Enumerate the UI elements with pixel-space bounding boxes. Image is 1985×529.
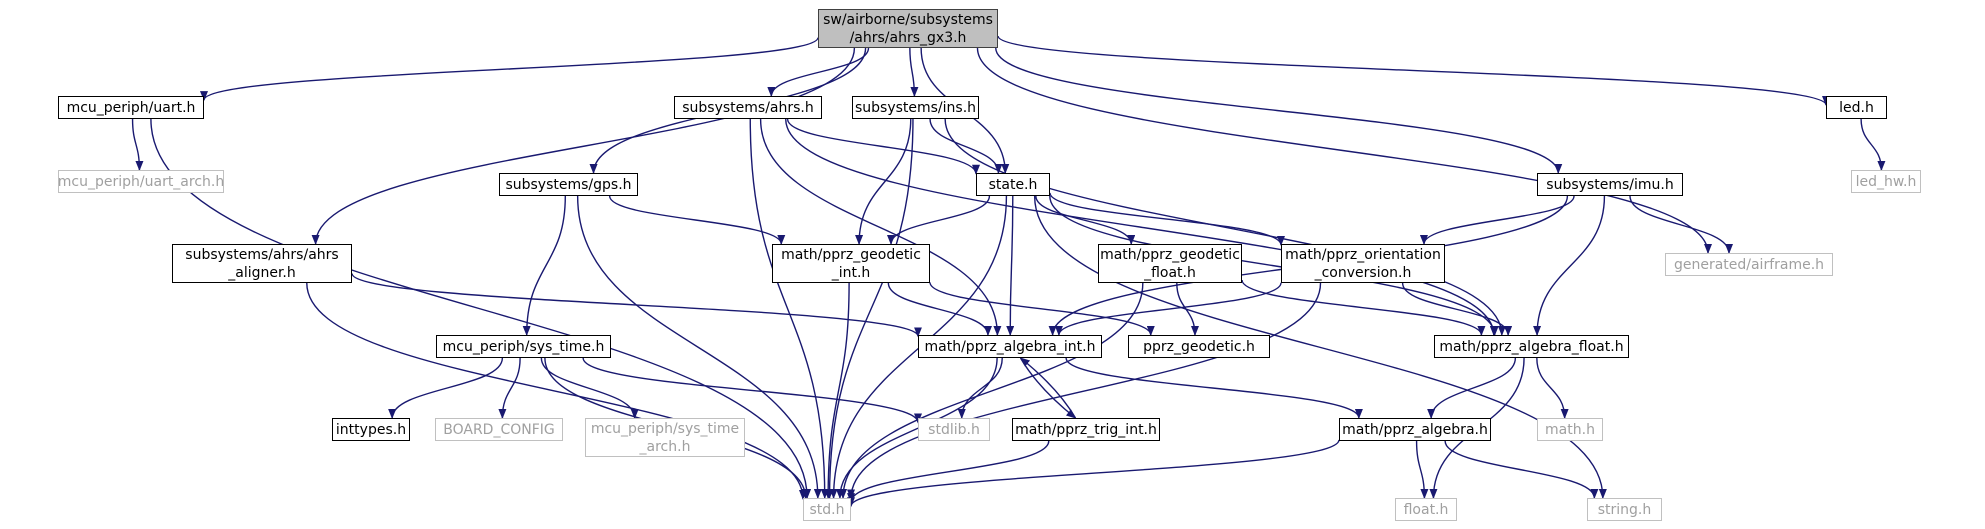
edge-geodetic-int-to-algebra-int (887, 282, 992, 336)
edge-ins-to-std (825, 118, 914, 499)
node-math: math.h (1537, 418, 1603, 441)
edge-algebra-to-float (1415, 440, 1429, 499)
edge-orientation-to-algebra-int (1054, 282, 1282, 336)
edge-algebra-int-to-stdlib (957, 357, 1003, 419)
edge-geodetic-float-to-algebra-float (1241, 279, 1486, 336)
node-algebra-float[interactable]: math/pprz_algebra_float.h (1434, 335, 1629, 358)
node-geodetic-float[interactable]: math/pprz_geodetic _float.h (1098, 244, 1242, 283)
edge-led-to-led-hw (1860, 118, 1886, 171)
edge-imu-to-orientation (1420, 195, 1575, 245)
node-orientation[interactable]: math/pprz_orientation _conversion.h (1281, 244, 1445, 283)
node-gps[interactable]: subsystems/gps.h (499, 173, 638, 196)
edge-state-to-geodetic-float (1035, 195, 1136, 245)
edge-ahrs-gx3-to-ahrs-aligner (311, 47, 856, 245)
edge-ins-to-algebra-float (944, 118, 1506, 336)
node-ahrs[interactable]: subsystems/ahrs.h (674, 96, 822, 119)
edge-ahrs-to-algebra-int (759, 118, 1002, 336)
node-inttypes[interactable]: inttypes.h (332, 418, 410, 441)
node-ahrs-gx3: sw/airborne/subsystems /ahrs/ahrs_gx3.h (818, 9, 998, 48)
edge-imu-to-algebra-float (1533, 195, 1606, 336)
edge-ins-to-geodetic-int (855, 118, 912, 245)
edge-geodetic-int-to-pprz-geodetic (929, 282, 1155, 336)
edge-trig-int-to-std (847, 440, 1050, 504)
edge-imu-to-airframe (1629, 195, 1733, 254)
node-geodetic-int[interactable]: math/pprz_geodetic _int.h (772, 244, 930, 283)
edge-state-to-geodetic-int (887, 195, 991, 245)
edge-state-to-algebra-float (1049, 195, 1499, 336)
edge-orientation-to-std (847, 282, 1322, 500)
node-state[interactable]: state.h (976, 173, 1050, 196)
edge-sys-time-to-inttypes (388, 357, 504, 419)
edge-trig-int-to-algebra-int (1019, 357, 1077, 419)
edge-ahrs-gx3-to-uart (200, 37, 819, 102)
edge-gps-to-sys-time (522, 195, 567, 336)
edge-ahrs-to-std (749, 118, 829, 499)
edge-state-to-orientation (1049, 192, 1285, 246)
node-imu[interactable]: subsystems/imu.h (1537, 173, 1683, 196)
edge-state-to-string (1033, 195, 1607, 499)
edge-ahrs-gx3-to-ins (909, 47, 919, 97)
node-std: std.h (803, 498, 851, 521)
node-ins[interactable]: subsystems/ins.h (852, 96, 979, 119)
edge-algebra-to-string (1444, 440, 1599, 499)
node-string: string.h (1587, 498, 1662, 521)
edge-algebra-float-to-algebra (1427, 357, 1517, 419)
node-uart[interactable]: mcu_periph/uart.h (58, 96, 204, 119)
node-stdlib: stdlib.h (918, 418, 990, 441)
edge-gps-to-geodetic-int (608, 195, 786, 245)
edge-ahrs-aligner-to-std (306, 282, 807, 501)
node-airframe: generated/airframe.h (1665, 253, 1833, 276)
node-led-hw: led_hw.h (1851, 170, 1921, 193)
edge-gps-to-std (576, 195, 822, 499)
edge-uart-to-uart-arch (131, 118, 144, 171)
edge-ahrs-aligner-to-algebra-int (351, 273, 922, 338)
edge-ahrs-gx3-to-airframe (976, 47, 1712, 254)
edge-state-to-algebra-int (1006, 195, 1015, 336)
node-uart-arch: mcu_periph/uart_arch.h (58, 170, 224, 193)
edge-geodetic-float-to-pprz-geodetic (1176, 282, 1199, 336)
node-sys-time-arch: mcu_periph/sys_time _arch.h (585, 418, 745, 457)
node-algebra[interactable]: math/pprz_algebra.h (1339, 418, 1491, 441)
edge-ahrs-to-state (786, 118, 980, 175)
edge-geodetic-float-to-std (839, 282, 1144, 499)
node-board-config: BOARD_CONFIG (435, 418, 563, 441)
edge-sys-time-to-stdlib (582, 357, 922, 424)
node-led[interactable]: led.h (1826, 96, 1887, 119)
node-pprz-geodetic[interactable]: pprz_geodetic.h (1128, 335, 1270, 358)
edge-orientation-to-algebra-float (1401, 282, 1513, 336)
edge-ahrs-to-algebra-float (785, 118, 1498, 336)
edge-algebra-to-std (847, 439, 1340, 508)
node-float: float.h (1395, 498, 1457, 521)
edge-geodetic-int-to-std (824, 282, 850, 499)
node-algebra-int[interactable]: math/pprz_algebra_int.h (918, 335, 1102, 358)
edge-sys-time-to-board-config (498, 357, 521, 419)
edge-algebra-float-to-math (1536, 357, 1569, 419)
node-trig-int[interactable]: math/pprz_trig_int.h (1012, 418, 1160, 441)
edge-sys-time-to-sys-time-arch (540, 357, 639, 419)
edge-ahrs-gx3-to-led (997, 35, 1830, 106)
node-sys-time[interactable]: mcu_periph/sys_time.h (436, 335, 611, 358)
edge-algebra-int-to-algebra (1065, 357, 1363, 419)
edge-ins-to-state (929, 118, 1003, 174)
edge-ahrs-gx3-to-imu (995, 47, 1563, 174)
node-ahrs-aligner[interactable]: subsystems/ahrs/ahrs _aligner.h (172, 244, 352, 283)
